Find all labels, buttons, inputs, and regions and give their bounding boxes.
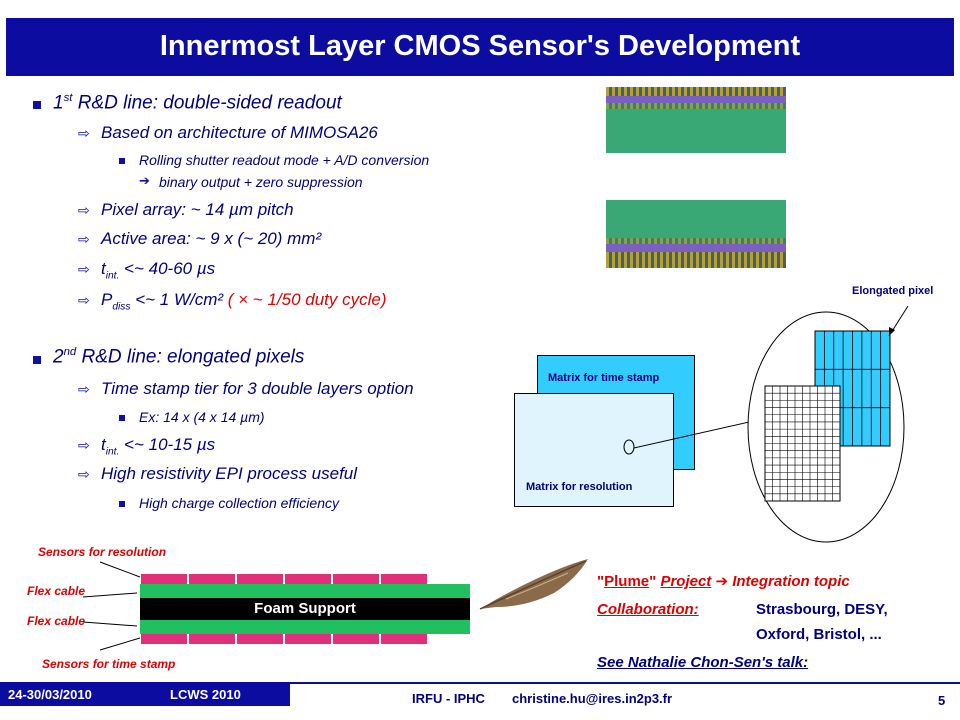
line2-heading: 2nd R&D line: elongated pixels — [53, 346, 305, 368]
sensor-chip-time-stamp — [333, 634, 379, 644]
line1-item-pdiss: Pdiss <~ 1 W/cm² ( × ~ 1/50 duty cycle) — [101, 290, 387, 313]
slide-title: Innermost Layer CMOS Sensor's Developmen… — [159, 30, 801, 62]
foam-support — [140, 598, 470, 620]
bullet-square — [33, 356, 41, 364]
arrow-bullet-icon: ⇨ — [78, 437, 90, 453]
sensor-chip-resolution — [381, 574, 427, 584]
line2-item-efficiency: High charge collection efficiency — [139, 495, 339, 511]
footer-bar — [0, 684, 290, 706]
footer-conference: LCWS 2010 — [170, 687, 241, 702]
sensors-time-stamp-label: Sensors for time stamp — [42, 657, 176, 671]
sensor-chip-time-stamp — [381, 634, 427, 644]
bullet-square — [33, 101, 41, 109]
footer-line — [0, 682, 960, 684]
line1-item-binary: binary output + zero suppression — [159, 174, 363, 190]
sensor-chip-resolution — [141, 574, 187, 584]
line1-item-area: Active area: ~ 9 x (~ 20) mm² — [101, 229, 322, 248]
arrow-bullet-icon: ⇨ — [78, 381, 90, 397]
sensor-chip-resolution — [189, 574, 235, 584]
collaboration-members-1: Strasbourg, DESY, — [756, 601, 888, 618]
matrix-time-stamp-label: Matrix for time stamp — [548, 372, 660, 384]
talk-reference-link[interactable]: See Nathalie Chon-Sen's talk: — [597, 654, 809, 671]
arrow-bullet-icon: ⇨ — [78, 202, 90, 218]
line1-heading: 1st R&D line: double-sided readout — [53, 92, 342, 114]
matrix-resolution-label: Matrix for resolution — [526, 481, 633, 493]
pointer-line — [82, 592, 138, 598]
footer-date: 24-30/03/2010 — [8, 687, 92, 702]
sensor-chip-resolution — [237, 574, 283, 584]
line2-item-tint: tint. <~ 10-15 µs — [101, 435, 216, 458]
elongated-pixel-label: Elongated pixel — [852, 285, 934, 297]
flex-cable-bottom — [140, 620, 470, 634]
line1-item-tint: tint. <~ 40-60 µs — [101, 259, 216, 282]
arrow-bullet-icon: ⇨ — [78, 292, 90, 308]
elongated-pointer-arrowhead — [889, 327, 895, 336]
feather-logo-icon — [479, 559, 588, 610]
collaboration-members-2: Oxford, Bristol, ... — [756, 626, 882, 643]
matrix-resolution-box — [514, 393, 674, 507]
foam-support-label: Foam Support — [254, 600, 356, 617]
arrow-bullet-icon: ⇨ — [78, 261, 90, 277]
resolution-pixel-grid — [764, 385, 841, 502]
bullet-square — [119, 158, 125, 164]
flex-cable-label-bottom: Flex cable — [27, 614, 86, 628]
footer-email: christine.hu@ires.in2p3.fr — [512, 691, 673, 706]
line2-item-timestamp: Time stamp tier for 3 double layers opti… — [101, 379, 414, 398]
line2-item-epi: High resistivity EPI process useful — [101, 464, 358, 483]
sensors-resolution-label: Sensors for resolution — [38, 545, 167, 559]
chip-image-top — [606, 87, 786, 153]
collaboration-label: Collaboration: — [597, 601, 699, 618]
pointer-line — [82, 621, 138, 627]
sensor-chip-time-stamp — [189, 634, 235, 644]
bullet-square — [119, 415, 125, 421]
zoom-line — [633, 417, 768, 449]
arrow-bullet-icon: ⇨ — [78, 466, 90, 482]
footer-institute: IRFU - IPHC — [412, 691, 485, 706]
sensor-chip-time-stamp — [285, 634, 331, 644]
line1-item-rolling: Rolling shutter readout mode + A/D conve… — [139, 152, 430, 168]
footer-page-number: 5 — [938, 693, 946, 708]
line2-item-example: Ex: 14 x (4 x 14 µm) — [139, 409, 265, 425]
sensor-chip-resolution — [333, 574, 379, 584]
line1-item-architecture: Based on architecture of MIMOSA26 — [101, 123, 378, 142]
bullet-square — [119, 501, 125, 507]
line1-item-pitch: Pixel array: ~ 14 µm pitch — [101, 200, 294, 219]
title-bar — [6, 18, 954, 76]
sensor-chip-time-stamp — [141, 634, 187, 644]
arrow-bullet-icon: ⇨ — [78, 125, 90, 141]
sensor-chip-time-stamp — [237, 634, 283, 644]
arrow-bullet-icon: ⇨ — [78, 231, 90, 247]
sensor-chip-resolution — [285, 574, 331, 584]
pixel-marker-circle — [623, 439, 635, 455]
chip-image-bottom — [606, 200, 786, 268]
flex-cable-label-top: Flex cable — [27, 584, 86, 598]
pointer-line — [99, 561, 141, 578]
pointer-line — [99, 637, 141, 651]
flex-cable-top — [140, 584, 470, 598]
implies-arrow-icon: ➔ — [139, 173, 150, 188]
plume-project-line: "Plume" Project ➔ Integration topic — [597, 573, 850, 590]
